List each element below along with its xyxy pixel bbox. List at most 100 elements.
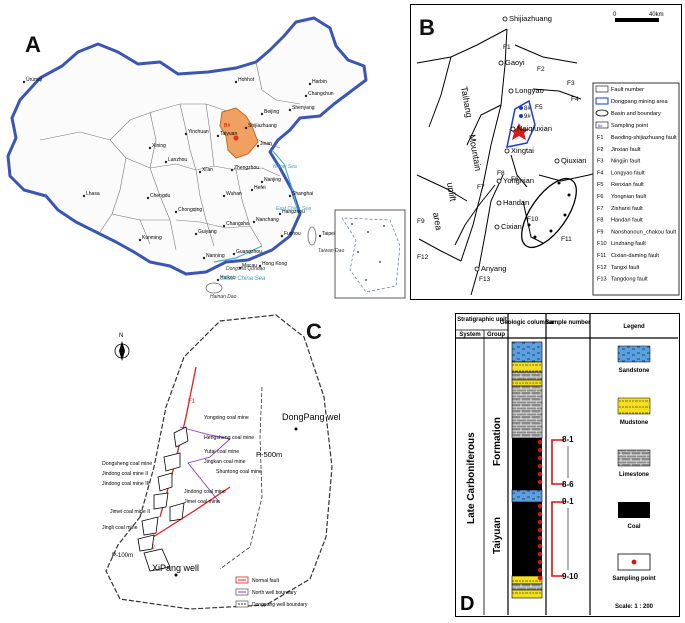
city-dot [252,220,256,224]
taiwan-island [307,226,317,246]
sample-brackets [551,439,564,577]
city-label: Macau [242,263,257,269]
fault-label: F11 [561,236,572,243]
place-dot [496,178,502,184]
point-label-8: 8# [524,106,531,112]
city-label: Beijing [264,109,279,115]
legend-fault-code: F2 [597,147,604,153]
place-labels: ShijiazhuangGaoyiLongyaoNeiqiuxianXingta… [474,14,586,273]
place-label: Handan [503,198,529,207]
legend-dongpang-well: Dongpang well boundary [252,602,308,608]
legend-fault-code: F4 [597,170,604,176]
fault-label: F13 [479,276,491,283]
place-label: Qiuxian [561,156,586,165]
legend-fault-code: F7 [597,206,604,212]
place-label: Gaoyi [505,58,525,67]
legend-b-label: Tangdong fault [611,277,648,283]
legend-b-label: Nanshanoun_chakou fault [611,229,676,235]
sample-9-1: 9-1 [562,497,574,506]
city-dot [234,80,238,84]
hainan-island [205,282,223,294]
city-dot [260,112,264,116]
legend-b-label: Yongnian fault [611,194,647,200]
city-dot [288,194,292,198]
city-label: Guangzhou [236,249,262,255]
city-dot [202,256,206,260]
north-well-boundary [179,426,231,504]
place-label: Yongnian [503,176,534,185]
fault-label: F12 [417,254,429,261]
fault-label: F2 [537,66,545,73]
place-dot [510,126,516,132]
legend-fault-swatch [595,85,609,93]
fault-map: 0 40km 8# [416,12,680,296]
legend-b-label: Zisharxi fault [611,206,643,212]
city-label: Taiyuan [220,131,237,137]
city-dot [318,234,322,238]
city-dot [222,224,226,228]
scale-label: Scale: 1 : 200 [615,604,654,610]
sea-label: East China Sea [276,206,311,212]
legend-fault-code: F6 [597,194,604,200]
legend-fault-code: F11 [597,253,606,259]
fault-label: F1 [503,44,511,51]
legend-b-label: Cixian-daming fault [611,253,659,259]
city-label: Ürümqi [26,76,42,83]
panel-a: A B# [0,0,410,305]
legend-b-label: Dongpang mining area [611,99,668,105]
city-label: Shijiazhuang [248,123,277,129]
sample-9-10: 9-10 [562,572,579,581]
legend-normal-fault: Normal fault [252,578,280,584]
legend-b-label: Jinxian fault [611,147,641,153]
legend-b-label: Linzhang fault [611,241,646,247]
sea-label: Yellow Sea [272,164,297,170]
mine-label: Jindong coal mine II [102,471,148,477]
city-label: Nanjing [264,177,281,183]
mine-label: Yutai coal mine [204,449,239,455]
hdr-strat: Stratigraphic unit [457,317,507,323]
place-dot [504,148,510,154]
city-dot [148,146,152,150]
hdr-legend: Legend [623,324,645,330]
mine-label: Jindong coal mine III [102,481,150,487]
fault-label: F9 [417,218,425,225]
city-label: Shenyang [292,105,315,111]
city-dot [288,108,292,112]
north-label: N [119,333,123,339]
city-dot [308,82,312,86]
hdr-geologic: Geologic columnar [500,320,555,326]
fault-label: F7 [477,184,485,191]
legend-sampling-mark: 8# [598,123,603,128]
place-label: Shijiazhuang [509,14,552,23]
legend-mudstone: Mudstone [620,420,649,426]
city-label: Haikou [220,275,236,281]
city-label: Nanning [206,253,225,259]
place-dot [502,16,508,22]
place-label: Xingtai [511,146,534,155]
panel-c-letter: C [306,319,322,344]
city-label: Hangzhou [282,209,305,215]
city-dot [22,80,26,84]
city-label: Shanghai [292,191,313,197]
hdr-system: System [459,332,480,338]
fault-lines [416,28,612,296]
city-dot [146,196,150,200]
place-label: Anyang [481,264,506,273]
south-sea-inset [334,209,406,299]
place-dot [554,158,560,164]
place-label: Longyao [515,86,544,95]
panel-b: B 0 40km [410,4,682,300]
city-label: Nanchang [256,217,279,223]
city-dot [216,278,220,282]
legend-b-label: Ningjin fault [611,159,641,165]
scale-bar: 0 40km [613,12,664,22]
compass: N [114,333,130,361]
city-dot [304,94,308,98]
dongpang-mining-area [506,99,536,148]
panel-a-letter: A [25,32,41,57]
